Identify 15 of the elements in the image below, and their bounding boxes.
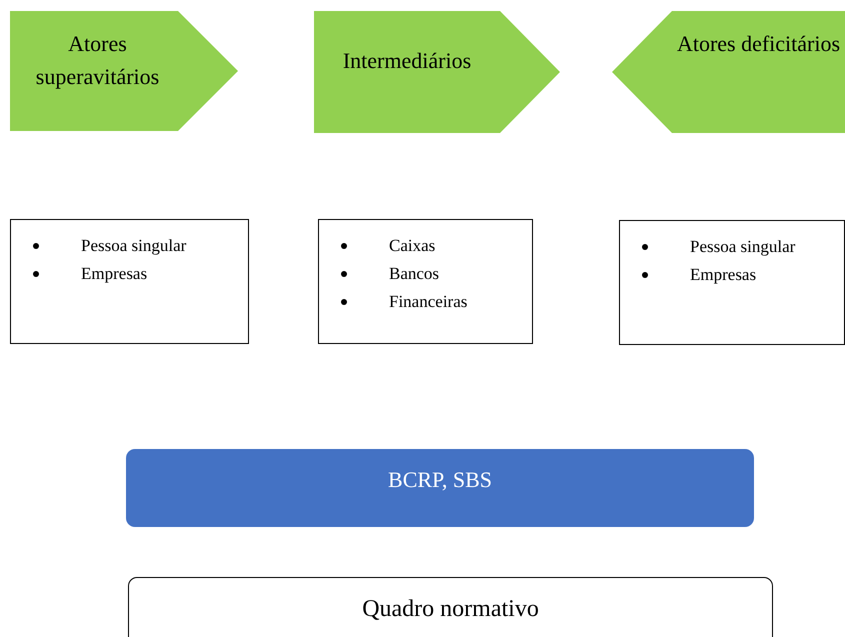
- list-item: Pessoa singular: [81, 236, 186, 256]
- list-item: Empresas: [690, 265, 756, 285]
- list-item: Financeiras: [389, 292, 468, 312]
- list-item: Pessoa singular: [690, 237, 796, 257]
- list-box: [318, 219, 533, 344]
- rounded-box: Quadro normativo: [128, 577, 773, 637]
- list-box: [10, 219, 249, 344]
- banner-box: BCRP, SBS: [126, 449, 754, 527]
- heading: Atores deficitários: [676, 30, 842, 58]
- list-box: [619, 220, 845, 345]
- heading: Intermediários: [342, 47, 472, 75]
- heading: Atores superavitários: [34, 30, 160, 91]
- list-item: Caixas: [389, 236, 436, 256]
- list-item: Empresas: [81, 264, 148, 284]
- list-item: Bancos: [389, 264, 440, 284]
